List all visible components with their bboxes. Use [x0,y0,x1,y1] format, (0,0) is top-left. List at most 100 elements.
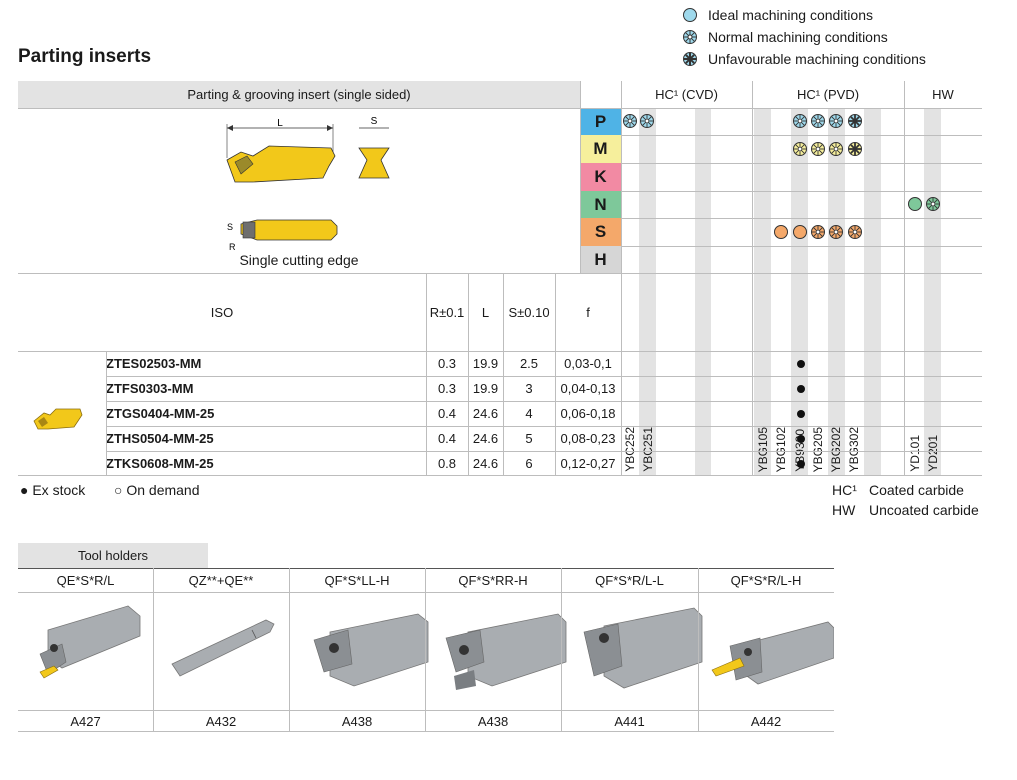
m-pvd-normal-icon [811,142,825,156]
table-row: ZTKS0608-MM-25 0.8 24.6 6 0,12-0,27 [18,451,982,476]
l-value: 19.9 [472,381,499,396]
f-value: 0,08-0,23 [560,431,616,446]
grade-stripe [924,81,941,476]
grid-line [18,273,982,274]
condition-symbols [623,114,940,239]
ex-stock-dot [797,410,805,418]
abbrev-hw: HW Uncoated carbide [832,502,1002,522]
iso-code: ZTES02503-MM [106,356,202,371]
l-value: 24.6 [472,406,499,421]
holder-name: QF*S*R/L-L [595,572,664,588]
r-value: 0.3 [437,381,457,396]
n-hw-ideal-icon [908,197,922,211]
iso-code: ZTFS0303-MM [106,381,194,396]
grid-line [18,475,982,476]
grid-line [106,426,982,427]
p-cvd-normal-icon [623,114,637,128]
grid-line [18,731,834,732]
m-pvd-normal-icon [829,142,843,156]
insert-table: Parting & grooving insert (single sided)… [18,81,982,476]
unfavourable-condition-icon [683,52,697,66]
insert-caption: Single cutting edge [239,252,359,268]
grid-line [503,273,504,476]
page-title: Parting inserts [18,46,152,67]
holder-ref: A441 [614,713,645,729]
legend-unfavourable-label: Unfavourable machining conditions [708,51,926,67]
grid-line [621,81,622,476]
legend-normal: Normal machining conditions [682,26,926,48]
grid-line [904,81,905,476]
ideal-condition-icon [683,8,697,22]
tool-holders-table: QE*S*R/L QZ**+QE** QF*S*LL-H QF*S*RR-H Q… [18,568,834,732]
legend-unfavourable: Unfavourable machining conditions [682,48,926,70]
ex-stock-legend: ● Ex stock [20,482,86,498]
grade-stripe [791,81,808,476]
l-value: 24.6 [472,456,499,471]
grid-line [426,273,427,476]
insert-header: Parting & grooving insert (single sided) [18,81,580,108]
s-pvd-ideal-icon [793,225,807,239]
abbrev-code: HC¹ [832,482,857,498]
table-row: ZTES02503-MM 0.3 19.9 2.5 0,03-0,1 [18,351,982,376]
s-value: 6 [525,456,533,471]
grid-line [752,81,753,476]
material-k: K [580,163,621,191]
s-value: 2.5 [519,356,539,371]
table-row: ZTHS0504-MM-25 0.4 24.6 5 0,08-0,23 [18,426,982,451]
ex-stock-dot [797,385,805,393]
grid-line [106,351,107,476]
p-pvd-normal-icon [811,114,825,128]
abbrev-label: Uncoated carbide [869,502,979,518]
drawing-label-r: R [229,242,236,252]
holder-name: QZ**+QE** [188,572,254,588]
r-value: 0.4 [437,431,457,446]
holder-image-qf-ll [313,613,429,687]
table-row: ZTFS0303-MM 0.3 19.9 3 0,04-0,13 [18,376,982,401]
r-value: 0.8 [437,456,457,471]
m-pvd-normal-icon [793,142,807,156]
s-value: 5 [525,431,533,446]
col-header-l: L [481,304,490,320]
grade-stripe [828,81,845,476]
normal-condition-icon [683,30,697,44]
insert-drawing-svg: L S S R [226,116,390,252]
holder-name: QF*S*LL-H [324,572,390,588]
col-header-r: R±0.1 [429,304,465,320]
ex-stock-dot [797,435,805,443]
holder-images [39,605,834,690]
grid-line [106,451,982,452]
l-value: 19.9 [472,356,499,371]
grid-line [621,246,982,247]
l-value: 24.6 [472,431,499,446]
p-pvd-unfavourable-icon [848,114,862,128]
col-header-f: f [586,304,590,320]
holder-image-qe [39,605,141,679]
holder-name: QE*S*R/L [56,572,115,588]
col-header-s: S±0.10 [508,304,550,320]
conditions-legend: Ideal machining conditions Normal machin… [682,4,926,70]
on-demand-legend: ○ On demand [114,482,200,498]
grid-line [18,592,834,593]
material-p: P [580,108,621,135]
s-pvd-normal-icon [829,225,843,239]
grade-stripe [639,81,656,476]
r-value: 0.4 [437,406,457,421]
p-pvd-normal-icon [829,114,843,128]
holder-image-qf-h [711,621,834,685]
holder-image-qf-l [583,607,703,689]
f-value: 0,06-0,18 [560,406,616,421]
legend-ideal-label: Ideal machining conditions [708,7,873,23]
s-pvd-ideal-icon [774,225,788,239]
insert-product-image [33,408,83,430]
iso-code: ZTHS0504-MM-25 [106,431,214,446]
f-value: 0,03-0,1 [564,356,612,371]
ex-stock-dot [797,460,805,468]
abbrev-hc: HC¹ Coated carbide [832,482,1002,502]
holder-ref: A438 [341,713,373,729]
grid-line [621,218,982,219]
r-value: 0.3 [437,356,457,371]
group-header-pvd: HC¹ (PVD) [752,81,904,108]
grid-line [621,135,982,136]
grid-line [18,710,834,711]
iso-code: ZTGS0404-MM-25 [106,406,215,421]
